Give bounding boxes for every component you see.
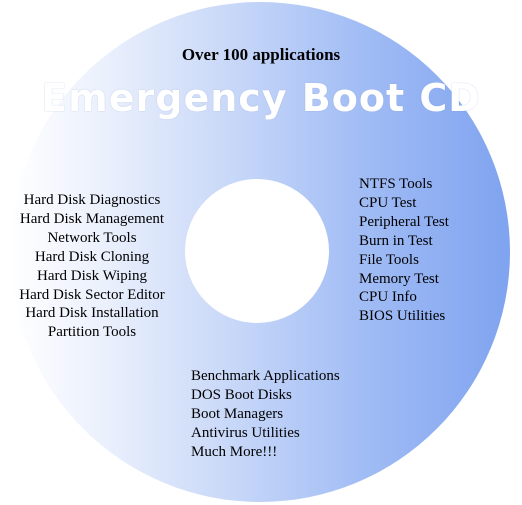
- list-item: Much More!!!: [191, 443, 278, 460]
- list-item: Hard Disk Wiping: [37, 267, 147, 284]
- list-item: CPU Info: [359, 289, 417, 306]
- list-item: Peripheral Test: [359, 213, 449, 230]
- list-item: Memory Test: [359, 270, 439, 287]
- list-item: NTFS Tools: [359, 176, 433, 192]
- left-tool-list: Hard Disk Diagnostics Hard Disk Manageme…: [0, 191, 184, 342]
- list-item: DOS Boot Disks: [191, 386, 292, 403]
- cd-center-hole: [185, 179, 329, 323]
- list-item: Boot Managers: [191, 405, 284, 422]
- list-item: Network Tools: [47, 229, 137, 246]
- list-item: Hard Disk Management: [19, 210, 165, 227]
- right-tool-list: NTFS Tools CPU Test Peripheral Test Burn…: [359, 175, 449, 326]
- list-item: File Tools: [359, 251, 419, 268]
- list-item: BIOS Utilities: [359, 308, 446, 325]
- cd-disc: [10, 2, 510, 502]
- list-item: Hard Disk Sector Editor: [19, 286, 165, 303]
- list-item: Benchmark Applications: [191, 368, 340, 384]
- list-item: Partition Tools: [47, 324, 137, 341]
- disc-subtitle: Over 100 applications: [181, 45, 341, 64]
- list-item: Hard Disk Installation: [25, 305, 159, 322]
- list-item: Hard Disk Cloning: [34, 248, 150, 265]
- bottom-tool-list: Benchmark Applications DOS Boot Disks Bo…: [191, 367, 340, 462]
- disc-title: Emergency Boot CD: [41, 76, 481, 120]
- list-item: Hard Disk Diagnostics: [23, 192, 161, 208]
- list-item: CPU Test: [359, 194, 417, 211]
- list-item: Antivirus Utilities: [191, 424, 300, 441]
- list-item: Burn in Test: [359, 232, 433, 249]
